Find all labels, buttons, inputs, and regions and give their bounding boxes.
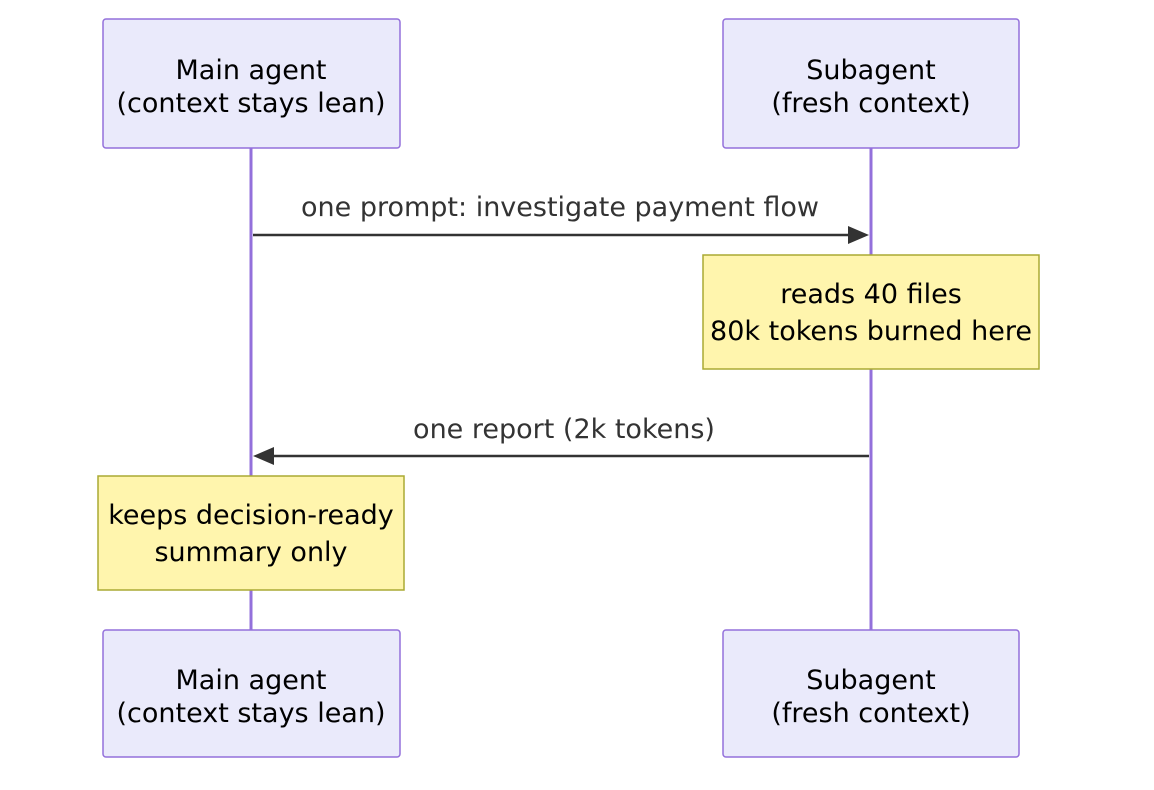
message-prompt: one prompt: investigate payment flow: [253, 192, 869, 244]
note-main-agent-line1: keeps decision-ready: [108, 500, 394, 531]
note-subagent-line1: reads 40 files: [780, 279, 962, 310]
participant-main-agent-top-name: Main agent: [175, 55, 326, 86]
participant-subagent-top-name: Subagent: [806, 55, 935, 86]
participant-subagent-bottom-subtitle: (fresh context): [771, 698, 970, 729]
note-main-agent-line2: summary only: [154, 537, 347, 568]
note-subagent: reads 40 files 80k tokens burned here: [702, 254, 1040, 370]
participant-subagent-top-subtitle: (fresh context): [771, 88, 970, 119]
note-main-agent: keeps decision-ready summary only: [97, 475, 405, 591]
participant-main-agent-bottom-name: Main agent: [175, 665, 326, 696]
participant-main-agent-top-subtitle: (context stays lean): [116, 88, 385, 119]
participant-main-agent-bottom-subtitle: (context stays lean): [116, 698, 385, 729]
participant-subagent-top: Subagent (fresh context): [722, 18, 1020, 149]
message-report: one report (2k tokens): [253, 414, 869, 465]
message-report-arrowhead: [253, 447, 274, 465]
participant-main-agent-bottom: Main agent (context stays lean): [102, 629, 401, 758]
participant-subagent-bottom: Subagent (fresh context): [722, 629, 1020, 758]
participant-subagent-bottom-name: Subagent: [806, 665, 935, 696]
note-subagent-line2: 80k tokens burned here: [710, 316, 1032, 347]
message-prompt-arrowhead: [848, 226, 869, 244]
message-report-label: one report (2k tokens): [413, 414, 715, 445]
message-prompt-label: one prompt: investigate payment flow: [301, 192, 819, 223]
participant-main-agent-top: Main agent (context stays lean): [102, 18, 401, 149]
